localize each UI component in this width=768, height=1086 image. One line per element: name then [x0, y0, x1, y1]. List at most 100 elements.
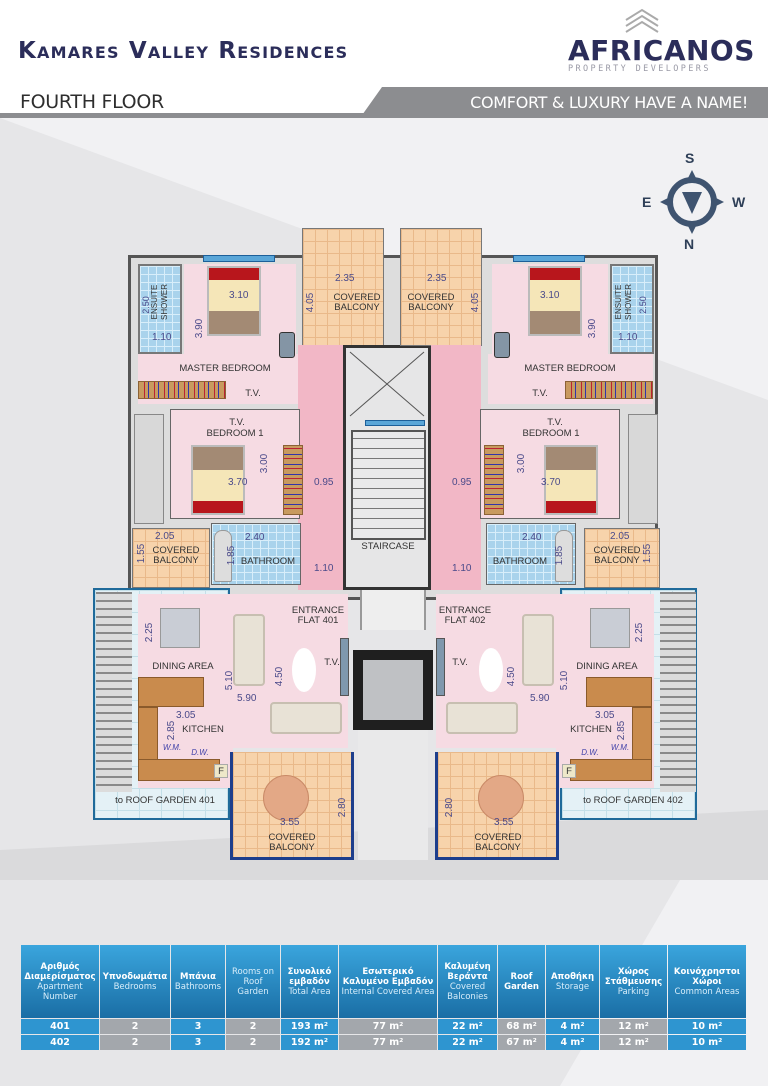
col-roof-rooms: Rooms on Roof Garden: [226, 945, 280, 1018]
desk-chair-icon: [494, 332, 510, 358]
sofa-icon: [270, 702, 342, 734]
wardrobe-icon: [283, 445, 303, 515]
coffee-table-icon: [292, 648, 316, 692]
fridge-icon: F: [562, 764, 576, 778]
chevron-roof-icon: [625, 8, 659, 33]
page-title: Kamares Valley Residences: [18, 38, 349, 64]
bed-icon: [207, 266, 261, 336]
table-row: 401 2 3 2 193 m² 77 m² 22 m² 68 m² 4 m² …: [21, 1019, 746, 1034]
bedroom-1-label: BEDROOM 1: [522, 428, 580, 439]
desk-chair-icon: [279, 332, 295, 358]
dining-area-label: DINING AREA: [576, 661, 638, 672]
cell: 2: [226, 1035, 280, 1050]
cell: 3: [171, 1035, 225, 1050]
covered-balcony-bottom-402: [435, 752, 559, 860]
sofa-icon: [233, 614, 265, 686]
tv-label: T.V.: [245, 388, 261, 399]
kitchen-label: KITCHEN: [570, 724, 612, 735]
dim: 3.90: [587, 318, 599, 339]
bathtub-icon: [214, 530, 232, 582]
sofa-icon: [522, 614, 554, 686]
round-table-icon: [263, 775, 309, 821]
tv-icon: [340, 638, 349, 696]
company-logo: AFRICANOS PROPERTY DEVELOPERS: [562, 8, 755, 76]
bathroom-label: BATHROOM: [240, 556, 296, 567]
dim: 2.80: [444, 797, 456, 818]
master-bedroom-label: MASTER BEDROOM: [524, 363, 616, 374]
col-roof-garden: Roof Garden: [498, 945, 545, 1018]
cell: 193 m²: [281, 1019, 338, 1034]
dim: 5.90: [530, 693, 550, 704]
dim: 2.40: [245, 532, 265, 543]
window: [365, 420, 425, 426]
dim: 2.50: [140, 296, 151, 314]
sofa-icon: [446, 702, 518, 734]
tv-icon: [436, 638, 445, 696]
cell: 4 m²: [546, 1035, 599, 1050]
cell: 68 m²: [498, 1019, 545, 1034]
cell: 22 m²: [438, 1019, 497, 1034]
dim: 3.05: [595, 710, 615, 721]
dim: 3.00: [516, 453, 528, 474]
ensuite-label: ENSUITE SHOWER: [150, 284, 169, 320]
dim: 2.85: [616, 720, 628, 741]
kitchen-counter-icon: [138, 677, 204, 707]
dining-table-icon: [590, 608, 630, 648]
logo-tagline: PROPERTY DEVELOPERS: [568, 64, 711, 74]
dim: 1.85: [554, 545, 566, 566]
cell: 3: [171, 1019, 225, 1034]
compass-west: W: [732, 194, 746, 210]
cell: 402: [21, 1035, 99, 1050]
tv-label: T.V.: [229, 417, 245, 428]
corridor-401: [298, 345, 344, 590]
covered-balcony-bottom-401: [230, 752, 354, 860]
cell: 77 m²: [339, 1019, 437, 1034]
compass-icon: [660, 170, 724, 234]
floor-plan: to ROOF GARDEN 401 2.35 4.05 COVERED BAL…: [93, 228, 697, 860]
dim: 5.10: [559, 670, 571, 691]
wardrobe-icon: [484, 445, 504, 515]
window: [203, 255, 275, 262]
dishwasher-label: D.W.: [191, 748, 209, 757]
dim: 3.70: [541, 477, 561, 488]
washing-machine-label: W.M.: [610, 743, 630, 752]
dim: 3.10: [540, 290, 560, 301]
dim: 2.80: [337, 797, 349, 818]
lift-shaft-icon: [349, 351, 425, 417]
kitchen-counter-icon: [570, 759, 652, 781]
cell: 77 m²: [339, 1035, 437, 1050]
cell: 10 m²: [668, 1019, 746, 1034]
roof-stairs-402: [660, 592, 696, 792]
cell: 22 m²: [438, 1035, 497, 1050]
master-bedroom-label: MASTER BEDROOM: [179, 363, 271, 374]
core-lower: [358, 730, 428, 860]
header-divider: [0, 113, 768, 118]
dim: 2.35: [427, 273, 447, 284]
covered-balcony-side-401: [132, 528, 210, 588]
cell: 2: [100, 1019, 170, 1034]
header: Kamares Valley Residences AFRICANOS PROP…: [0, 0, 768, 118]
dim: 2.25: [634, 622, 646, 643]
wardrobe-icon: [565, 381, 653, 399]
dishwasher-label: D.W.: [581, 748, 599, 757]
slogan-band: COMFORT & LUXURY HAVE A NAME!: [360, 87, 768, 118]
tv-label: T.V.: [324, 657, 340, 668]
cell: 12 m²: [600, 1019, 667, 1034]
compass-east: E: [642, 194, 652, 210]
dim: 1.85: [226, 545, 238, 566]
washing-machine-label: W.M.: [162, 743, 182, 752]
roof-garden-402-label: to ROOF GARDEN 402: [583, 795, 683, 806]
dim: 2.25: [144, 622, 156, 643]
dim: 2.05: [155, 531, 175, 542]
cell: 4 m²: [546, 1019, 599, 1034]
dim: 3.10: [229, 290, 249, 301]
compass: S E W N: [640, 150, 750, 252]
logo-wordmark: AFRICANOS: [568, 34, 755, 67]
staircase-label: STAIRCASE: [361, 541, 415, 552]
dim: 4.05: [305, 292, 317, 313]
